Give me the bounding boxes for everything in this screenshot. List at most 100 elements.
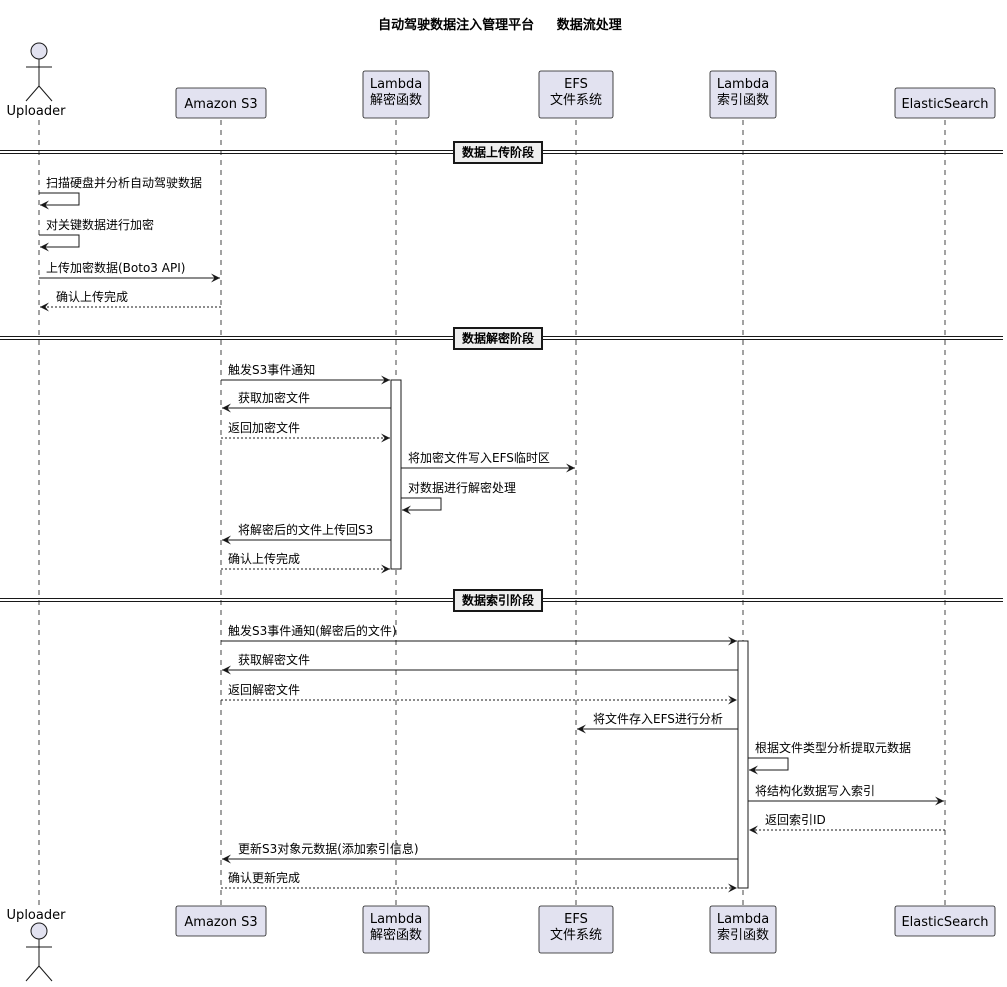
message-3: 上传加密数据(Boto3 API) (39, 260, 220, 283)
message-9: 对数据进行解密处理 (401, 480, 516, 515)
participant-s3-bottom: Amazon S3 (175, 905, 267, 937)
actor-head (30, 42, 48, 60)
participant-label: Uploader (7, 104, 67, 119)
message-1: 扫描硬盘并分析自动驾驶数据 (39, 175, 202, 210)
section-box (452, 141, 544, 164)
participant-label: Lambda (370, 77, 422, 92)
participant-label: Amazon S3 (184, 915, 257, 930)
participant-label: 解密函数 (370, 927, 422, 943)
message-11: 确认上传完成 (221, 551, 390, 574)
actor-leg (38, 85, 53, 102)
message-arrow (748, 757, 789, 775)
message-label: 确认更新完成 (228, 870, 300, 885)
message-5: 触发S3事件通知 (221, 362, 390, 385)
message-label: 将结构化数据写入索引 (755, 783, 875, 798)
participant-label: 文件系统 (550, 93, 602, 108)
message-7: 返回加密文件 (221, 420, 390, 443)
message-label: 将文件存入EFS进行分析 (593, 711, 723, 726)
participant-box (538, 905, 614, 954)
message-label: 返回索引ID (765, 813, 826, 827)
participant-box (175, 905, 267, 937)
message-label: 返回解密文件 (228, 682, 300, 697)
message-label: 确认上传完成 (56, 289, 128, 304)
participant-label: Lambda (370, 912, 422, 927)
message-17: 将结构化数据写入索引 (748, 783, 944, 806)
message-label: 将加密文件写入EFS临时区 (408, 450, 550, 465)
message-20: 确认更新完成 (221, 870, 737, 893)
message-label: 获取解密文件 (238, 652, 310, 667)
section-label: 数据索引阶段 (462, 593, 535, 608)
message-arrow (39, 192, 80, 210)
activation-bar-decrypt (390, 379, 402, 570)
message-label: 返回加密文件 (228, 420, 300, 435)
participant-label: 文件系统 (550, 928, 602, 943)
actor-uploader-bottom: Uploader (7, 908, 67, 982)
participant-label: EFS (564, 912, 588, 927)
message-10: 将解密后的文件上传回S3 (222, 522, 391, 545)
message-label: 获取加密文件 (238, 390, 310, 405)
participant-box (175, 87, 267, 119)
message-label: 对关键数据进行加密 (46, 217, 154, 232)
participant-es-bottom: ElasticSearch (894, 905, 996, 937)
section-label: 数据解密阶段 (462, 331, 535, 346)
participant-label: ElasticSearch (901, 915, 988, 930)
actor-leg (25, 965, 40, 982)
participant-label: 解密函数 (370, 92, 422, 108)
participant-label: EFS (564, 77, 588, 92)
participant-label: Uploader (7, 908, 67, 923)
message-8: 将加密文件写入EFS临时区 (401, 450, 575, 473)
activation-bar-index (737, 640, 749, 889)
message-label: 对数据进行解密处理 (408, 480, 516, 495)
participant-box (894, 87, 996, 119)
message-label: 根据文件类型分析提取元数据 (755, 740, 911, 755)
actor-uploader-top: Uploader (7, 42, 67, 119)
message-label: 确认上传完成 (228, 551, 300, 566)
participant-label: Lambda (717, 912, 769, 927)
message-15: 将文件存入EFS进行分析 (577, 711, 738, 734)
actor-leg (25, 85, 40, 102)
participant-box (362, 70, 430, 119)
message-18: 返回索引ID (749, 813, 945, 835)
participant-label: Amazon S3 (184, 97, 257, 112)
actor-head (30, 922, 48, 940)
section-box (452, 589, 544, 612)
participant-label: ElasticSearch (901, 97, 988, 112)
actor-leg (38, 965, 53, 982)
message-label: 触发S3事件通知(解密后的文件) (228, 623, 397, 638)
message-label: 扫描硬盘并分析自动驾驶数据 (46, 175, 202, 190)
participant-es-top: ElasticSearch (894, 87, 996, 119)
diagram-title: 自动驾驶数据注入管理平台 数据流处理 (378, 17, 622, 33)
message-arrow (39, 234, 80, 252)
participant-box (362, 905, 430, 954)
message-4: 确认上传完成 (40, 289, 221, 312)
message-arrow (401, 497, 442, 515)
message-6: 获取加密文件 (222, 390, 391, 413)
section-box (452, 327, 544, 350)
participant-box (709, 905, 777, 954)
message-label: 触发S3事件通知 (228, 362, 315, 377)
section-label: 数据上传阶段 (462, 145, 535, 160)
participant-box (894, 905, 996, 937)
participant-label: 索引函数 (717, 928, 769, 943)
message-label: 更新S3对象元数据(添加索引信息) (238, 841, 419, 856)
message-12: 触发S3事件通知(解密后的文件) (221, 623, 737, 646)
participant-label: 索引函数 (717, 93, 769, 108)
message-19: 更新S3对象元数据(添加索引信息) (222, 841, 738, 864)
participant-label: Lambda (717, 77, 769, 92)
participant-box (709, 70, 777, 119)
participant-box (538, 70, 614, 119)
message-label: 上传加密数据(Boto3 API) (46, 260, 185, 275)
message-14: 返回解密文件 (221, 682, 737, 705)
message-16: 根据文件类型分析提取元数据 (748, 740, 911, 775)
message-2: 对关键数据进行加密 (39, 217, 154, 252)
message-13: 获取解密文件 (222, 652, 738, 675)
participant-s3-top: Amazon S3 (175, 87, 267, 119)
